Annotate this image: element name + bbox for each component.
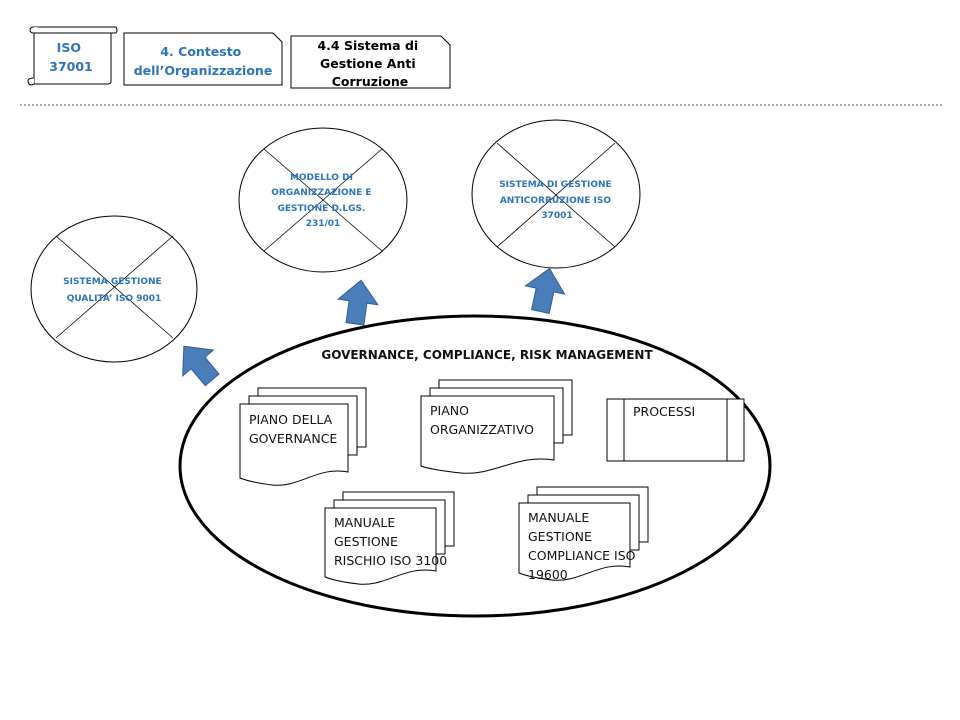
context-label-line: 4. Contesto xyxy=(160,44,241,59)
svg-text:4.4 Sistema di Gestione: 4.4 Sistema di Gestione Anti Corruzione xyxy=(317,38,422,89)
governance-title: GOVERNANCE, COMPLIANCE, RISK MANAGEMENT xyxy=(321,348,653,362)
arrow-up-left-icon xyxy=(182,345,220,387)
document-label-line: GESTIONE xyxy=(334,534,398,549)
document-stack-manuale-compliance: MANUALE GESTIONE COMPLIANCE ISO 19600 xyxy=(518,486,649,582)
document-label: PIANO ORGANIZZATIVO xyxy=(430,403,534,437)
section-label-line: Gestione Anti xyxy=(320,56,416,71)
section-label-line: 4.4 Sistema di xyxy=(317,38,418,53)
document-label-line: GOVERNANCE xyxy=(249,431,337,446)
circle-modello: MODELLO DI ORGANIZZAZIONE E GESTIONE D.L… xyxy=(238,127,408,273)
iso-scroll-shape: ISO 37001 xyxy=(27,26,118,86)
document-label: MANUALE GESTIONE RISCHIO ISO 3100 xyxy=(334,515,447,568)
document-label-line: RISCHIO ISO 3100 xyxy=(334,553,447,568)
svg-text:SISTEMA GESTIONE QUALIT: SISTEMA GESTIONE QUALITA’ ISO 9001 xyxy=(63,277,165,304)
circle-qualita-line: QUALITA’ ISO 9001 xyxy=(67,294,162,304)
document-label-line: PIANO xyxy=(430,403,469,418)
document-label: PIANO DELLA GOVERNANCE xyxy=(249,412,337,446)
documents-layer: PIANO DELLA GOVERNANCE PIANO ORGANIZZATIVO M… xyxy=(239,379,649,585)
document-front-page xyxy=(239,403,349,486)
scroll-label-line: ISO xyxy=(57,40,81,55)
circle-modello-line: ORGANIZZAZIONE E xyxy=(271,188,371,198)
process-box: PROCESSI xyxy=(606,398,745,462)
scroll-label-line: 37001 xyxy=(49,59,93,74)
svg-text:MODELLO DI ORGANIZZAZION: MODELLO DI ORGANIZZAZIONE E GESTIONE D.L… xyxy=(271,173,374,229)
section-label-line: Corruzione xyxy=(332,74,409,89)
document-front-page xyxy=(420,395,555,474)
circle-anticorruzione-line: SISTEMA DI GESTIONE xyxy=(499,180,611,190)
document-label-line: MANUALE xyxy=(528,510,589,525)
circle-anticorruzione: SISTEMA DI GESTIONE ANTICORRUZIONE ISO 3… xyxy=(471,119,641,269)
circle-qualita-line: SISTEMA GESTIONE xyxy=(63,277,162,287)
circle-modello-line: GESTIONE D.LGS. xyxy=(277,204,365,214)
section-box: 4.4 Sistema di Gestione Anti Corruzione xyxy=(290,35,451,89)
document-label: MANUALE GESTIONE COMPLIANCE ISO 19600 xyxy=(528,510,636,582)
circle-qualita: SISTEMA GESTIONE QUALITA’ ISO 9001 xyxy=(30,215,198,363)
svg-text:SISTEMA DI GESTIONE ANT: SISTEMA DI GESTIONE ANTICORRUZIONE ISO 3… xyxy=(499,180,615,221)
document-label-line: 19600 xyxy=(528,567,568,582)
context-label-line: dell’Organizzazione xyxy=(134,63,273,78)
document-front-page xyxy=(324,507,437,585)
context-box: 4. Contesto dell’Organizzazione xyxy=(123,32,283,86)
document-front-page xyxy=(518,502,631,581)
document-stack-manuale-rischio: MANUALE GESTIONE RISCHIO ISO 3100 xyxy=(324,491,455,585)
scroll-label: ISO 37001 xyxy=(49,40,93,74)
document-label-line: ORGANIZZATIVO xyxy=(430,422,534,437)
document-label-line: GESTIONE xyxy=(528,529,592,544)
process-label: PROCESSI xyxy=(633,404,695,419)
document-stack-piano-governance: PIANO DELLA GOVERNANCE xyxy=(239,387,367,486)
arrow-up-icon xyxy=(337,279,379,326)
document-label-line: COMPLIANCE ISO xyxy=(528,548,636,563)
circle-modello-line: 231/01 xyxy=(306,219,341,229)
circle-modello-line: MODELLO DI xyxy=(290,173,353,183)
circle-anticorruzione-line: 37001 xyxy=(541,211,572,221)
document-label-line: PIANO DELLA xyxy=(249,412,333,427)
arrow-up-icon xyxy=(524,267,566,314)
circle-anticorruzione-line: ANTICORRUZIONE ISO xyxy=(500,196,612,206)
document-stack-piano-organizzativo: PIANO ORGANIZZATIVO xyxy=(420,379,573,474)
document-label-line: MANUALE xyxy=(334,515,395,530)
svg-text:4. Contesto dell’Organiz: 4. Contesto dell’Organizzazione xyxy=(134,44,273,78)
